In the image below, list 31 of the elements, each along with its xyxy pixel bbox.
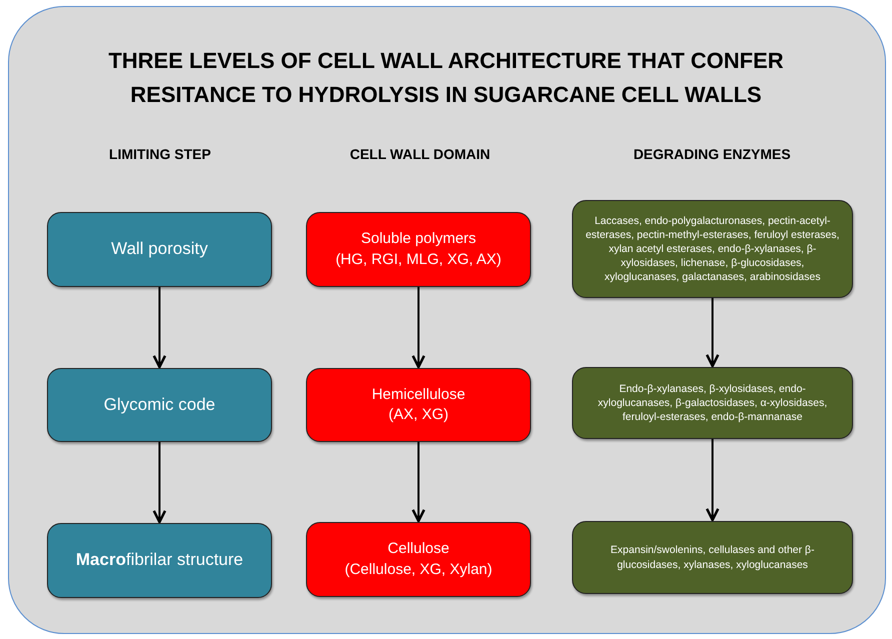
arrow: [412, 442, 426, 522]
arrow: [412, 287, 426, 368]
box-text: Glycomic code: [104, 394, 216, 416]
process-box: [572, 367, 853, 439]
box-text: (Cellulose, XG, Xylan): [344, 560, 492, 580]
process-box: [572, 200, 853, 298]
box-text: Hemicellulose: [372, 384, 466, 405]
process-box: [47, 212, 272, 287]
process-box: [572, 521, 853, 594]
box-text: Macrofibrilar structure: [76, 549, 244, 572]
column-heading: CELL WALL DOMAIN: [348, 146, 492, 162]
process-box: [306, 212, 531, 287]
box-text: (HG, RGI, MLG, XG, AX): [336, 250, 502, 270]
box-text: Cellulose: [388, 539, 450, 560]
arrow: [706, 298, 720, 368]
process-box: [47, 368, 272, 442]
arrow: [152, 442, 166, 524]
column-heading: LIMITING STEP: [108, 146, 212, 162]
box-text: Expansin/swolenins, cellulases and other β-glucosidases, xylanases, xyloglucanases: [610, 543, 816, 572]
process-box: [306, 522, 531, 597]
box-text: Endo-β-xylanases, β-xylosidases, endo-xyloglucanases, β-galactosidases, α-xylosidases, feruloyl-esterases, endo-β-mannanase: [596, 382, 828, 424]
box-text: Soluble polymers: [360, 229, 476, 250]
box-text: Wall porosity: [111, 238, 208, 260]
box-text: (AX, XG): [388, 405, 448, 425]
process-box: [47, 523, 272, 598]
arrow: [706, 439, 720, 522]
process-box: [306, 368, 531, 442]
arrow: [152, 287, 166, 368]
box-text: Laccases, endo-polygalacturonases, pectin-acetyl-esterases, pectin-methyl-esterases, feruloyl esterases, xylan acetyl esterases, endo-β-xylanases, β-xylosidases, lichenase, β-glucosidases, xyloglucanases, galactanases, arabinosidases: [584, 214, 840, 284]
title: THREE LEVELS OF CELL WALL ARCHITECTURE THAT CONFER RESITANCE TO HYDROLYSIS IN SUGARCANE CELL WALLS: [107, 47, 785, 109]
column-heading: DEGRADING ENZYMES: [632, 146, 792, 162]
